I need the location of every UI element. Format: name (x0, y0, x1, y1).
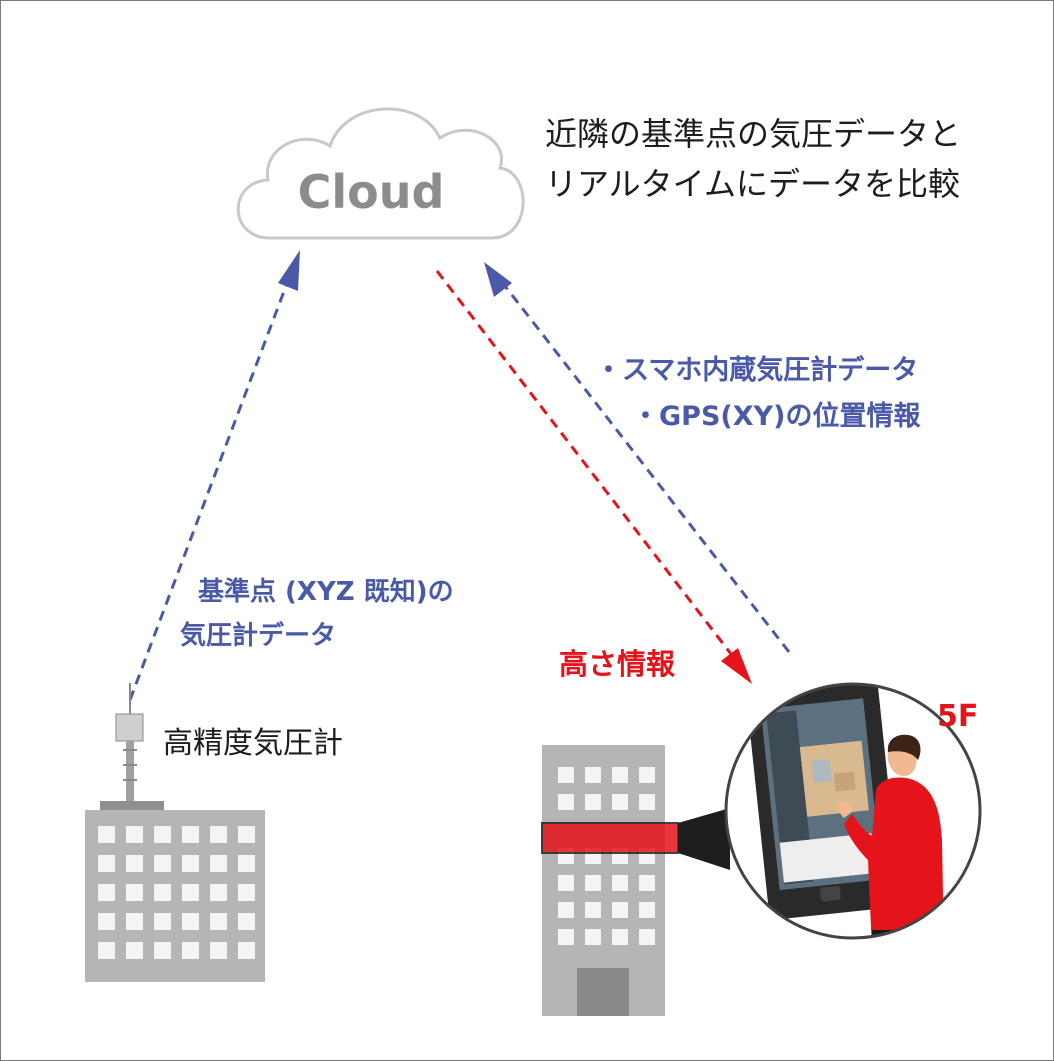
phone-uplink-line2: ・GPS(XY)の位置情報 (632, 401, 921, 432)
building-window (238, 855, 255, 872)
cloud-icon (236, 107, 525, 240)
building-window (182, 826, 199, 843)
building-window (210, 826, 227, 843)
building-window (182, 942, 199, 959)
building-window (126, 913, 143, 930)
highlighted-floor (541, 822, 679, 854)
building-window (612, 875, 628, 891)
user-building-icon (541, 745, 730, 1016)
zoom-circle (724, 682, 982, 940)
building-window (585, 875, 601, 891)
building-window (210, 942, 227, 959)
building-window (154, 913, 171, 930)
building-window (182, 855, 199, 872)
cloud-note-line1: 近隣の基準点の気圧データと (545, 115, 962, 153)
building-window (639, 794, 655, 810)
building-window (558, 929, 574, 945)
building-window (98, 913, 115, 930)
building-window (182, 884, 199, 901)
building-window (154, 826, 171, 843)
building-window (612, 767, 628, 783)
building-window (238, 884, 255, 901)
building-window (98, 942, 115, 959)
building-window (585, 929, 601, 945)
cloud-label: Cloud (298, 165, 445, 219)
station-uplink-line1: 基準点 (XYZ 既知)の (198, 577, 454, 607)
building-window (238, 913, 255, 930)
building-window (126, 884, 143, 901)
building-window (238, 942, 255, 959)
floor-label: 5F (937, 699, 979, 734)
building-window (126, 855, 143, 872)
building-window (126, 826, 143, 843)
building-window (639, 875, 655, 891)
building-window (558, 794, 574, 810)
building-window (210, 855, 227, 872)
building-window (612, 929, 628, 945)
building-window (98, 826, 115, 843)
building-window (182, 913, 199, 930)
building-window (238, 826, 255, 843)
station-label: 高精度気圧計 (163, 726, 343, 761)
barometer-station-icon (115, 683, 144, 801)
zoom-connector (678, 808, 730, 870)
height-downlink-arrow (435, 270, 752, 684)
building-window (154, 884, 171, 901)
reference-building-icon (85, 801, 265, 982)
station-uplink-arrow (128, 250, 300, 701)
building-window (210, 884, 227, 901)
building-window (612, 902, 628, 918)
building-window (612, 794, 628, 810)
building-window (98, 884, 115, 901)
height-info-label: 高さ情報 (559, 647, 676, 681)
building-window (98, 855, 115, 872)
cloud-note-line2: リアルタイムにデータを比較 (545, 165, 961, 203)
building-window (126, 942, 143, 959)
station-uplink-line2: 気圧計データ (180, 621, 337, 651)
building-window (585, 794, 601, 810)
building-window (210, 913, 227, 930)
building-window (558, 875, 574, 891)
building-window (154, 942, 171, 959)
building-window (639, 767, 655, 783)
building-window (558, 767, 574, 783)
building-window (585, 767, 601, 783)
building-window (558, 902, 574, 918)
phone-uplink-arrow (484, 262, 791, 653)
smartphone-icon (746, 684, 900, 919)
building-window (585, 902, 601, 918)
building-window (639, 929, 655, 945)
building-window (154, 855, 171, 872)
phone-uplink-line1: ・スマホ内蔵気圧計データ (595, 355, 919, 386)
building-window (639, 902, 655, 918)
